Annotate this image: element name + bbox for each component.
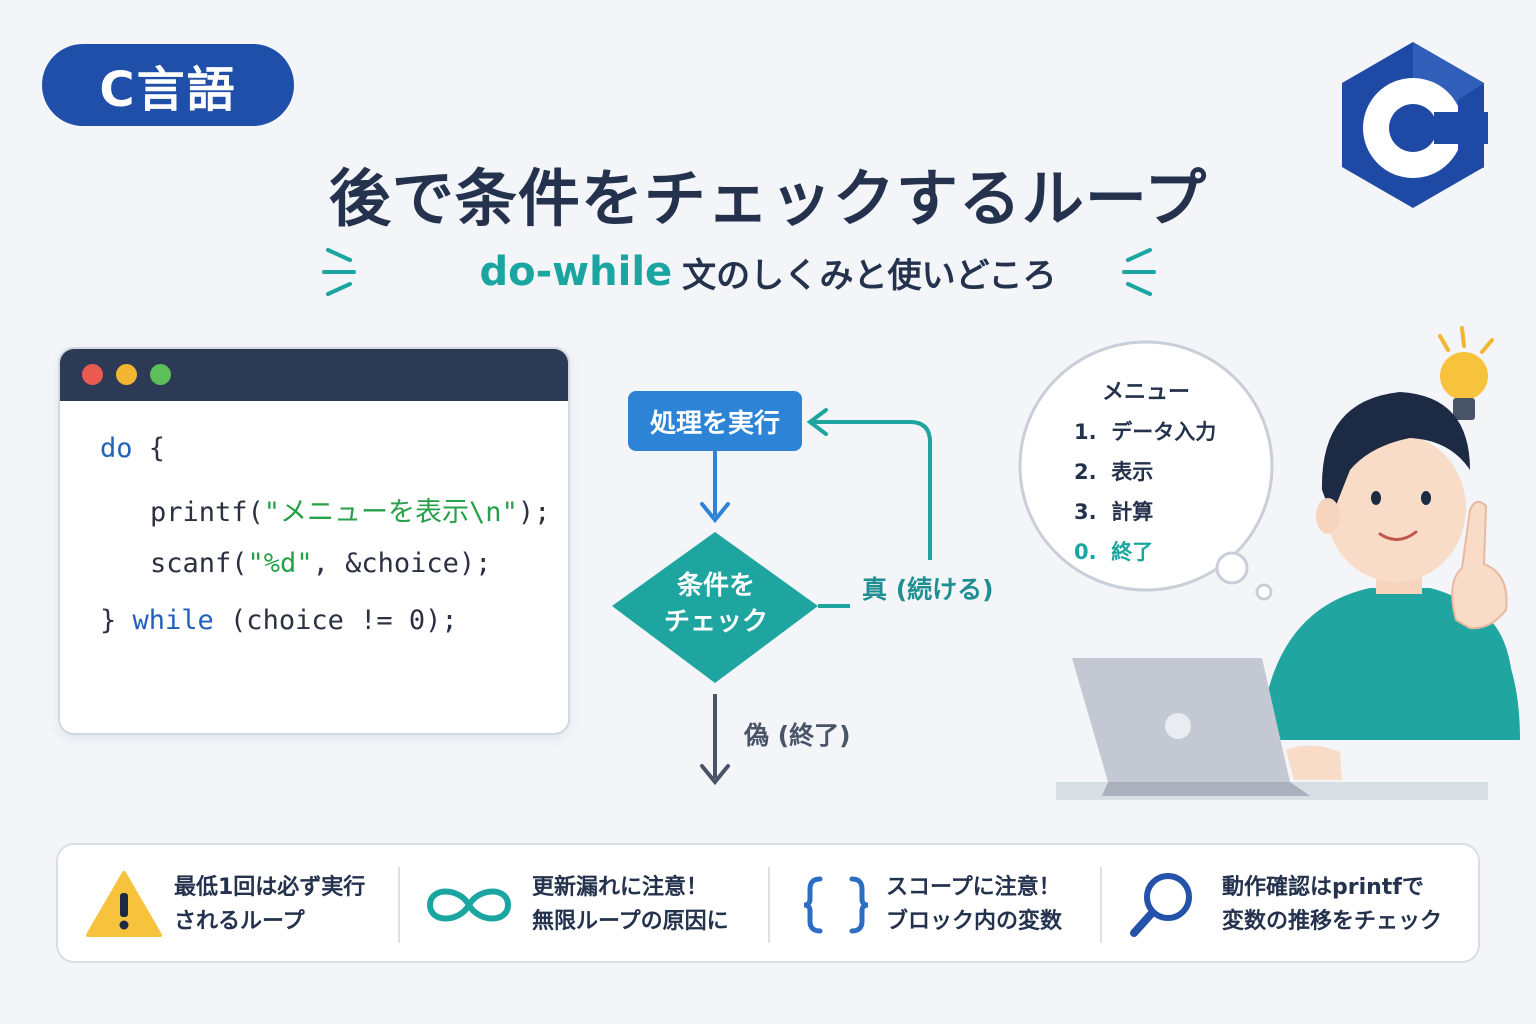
code-number: 0 — [408, 605, 426, 636]
code-line-3: scanf("%d", &choice); — [150, 548, 491, 579]
page-title: 後で条件をチェックするループ — [328, 162, 1208, 235]
tip-2-line2: 無限ループの原因に — [532, 909, 729, 934]
infinity-icon — [426, 888, 512, 922]
subtitle: do-while 文のしくみと使いどころ — [0, 246, 1536, 298]
code-token: } — [100, 605, 133, 636]
tip-4-line2: 変数の推移をチェック — [1222, 909, 1443, 934]
divider — [398, 867, 400, 943]
code-token: ); — [425, 605, 458, 636]
lightbulb-icon — [1438, 326, 1494, 420]
tip-2-text: 更新漏れに注意！ 無限ループの原因に — [532, 871, 729, 939]
code-line-4: } while (choice != 0); — [100, 605, 458, 636]
menu-item: 1. データ入力 — [1074, 420, 1217, 444]
true-branch-label: 真 (続ける) — [862, 575, 994, 604]
tip-3-text: スコープに注意！ ブロック内の変数 — [886, 871, 1062, 939]
code-keyword: while — [132, 605, 214, 636]
spark-right-icon — [1122, 248, 1156, 296]
menu-item-exit: 0. 終了 — [1074, 540, 1154, 564]
subtitle-keyword: do-while — [479, 249, 673, 295]
code-string: "%d" — [247, 548, 313, 579]
thought-bubble — [1018, 340, 1274, 601]
maximize-dot-icon — [150, 364, 171, 385]
false-branch-label: 偽 (終了) — [744, 721, 851, 750]
condition-line-2: チェック — [663, 607, 768, 637]
code-line-1: do { — [100, 433, 165, 464]
code-window: do { printf("メニューを表示\n"); scanf("%d", &c… — [58, 347, 570, 735]
warning-icon — [86, 871, 162, 937]
code-token: ); — [517, 497, 551, 528]
tip-4-line1: 動作確認はprintfで — [1222, 875, 1424, 900]
spark-left-icon — [322, 248, 356, 296]
tips-panel: 最低1回は必ず実行されるループ 更新漏れに注意！ 無限ループの原因に スコープに注… — [56, 843, 1480, 963]
code-token: printf( — [150, 497, 264, 528]
window-title-bar — [60, 349, 568, 401]
tip-1-text: 最低1回は必ず実行されるループ — [174, 871, 365, 939]
code-string: "メニューを表示\n" — [263, 497, 518, 528]
minimize-dot-icon — [116, 364, 137, 385]
code-token: do — [100, 433, 133, 464]
flowchart: 処理を実行 条件を チェック 真 (続ける) 偽 (終了) — [600, 380, 1030, 800]
flowchart-arrows — [612, 408, 932, 786]
c-language-logo — [1342, 42, 1488, 208]
braces-icon — [803, 876, 869, 934]
condition-label: 条件を チェック — [630, 568, 802, 640]
condition-diamond — [612, 532, 818, 683]
code-token: (choice != — [213, 605, 409, 636]
magnifier-icon — [1130, 873, 1192, 937]
menu-item: 3. 計算 — [1074, 500, 1154, 524]
process-box: 処理を実行 — [628, 391, 802, 451]
subtitle-text: 文のしくみと使いどころ — [682, 255, 1057, 296]
code-token: , &choice); — [312, 548, 492, 579]
code-line-2: printf("メニューを表示\n"); — [150, 490, 550, 529]
code-token: { — [132, 433, 166, 464]
tip-4-text: 動作確認はprintfで変数の推移をチェック — [1222, 871, 1442, 939]
divider — [1100, 867, 1102, 943]
tip-3-line1: スコープに注意！ — [886, 875, 1061, 900]
divider — [768, 867, 770, 943]
tip-2-line1: 更新漏れに注意！ — [532, 875, 709, 900]
code-token: scanf( — [150, 548, 248, 579]
language-badge: C言語 — [42, 44, 294, 126]
tip-1-line2: されるループ — [174, 909, 305, 934]
condition-line-1: 条件を — [676, 571, 755, 601]
tip-1-line1: 最低1回は必ず実行 — [174, 875, 366, 900]
menu-item: 2. 表示 — [1074, 460, 1154, 484]
tip-3-line2: ブロック内の変数 — [886, 909, 1063, 934]
close-dot-icon — [82, 364, 103, 385]
menu-title: メニュー — [1102, 380, 1191, 405]
person-illustration — [1056, 326, 1520, 800]
